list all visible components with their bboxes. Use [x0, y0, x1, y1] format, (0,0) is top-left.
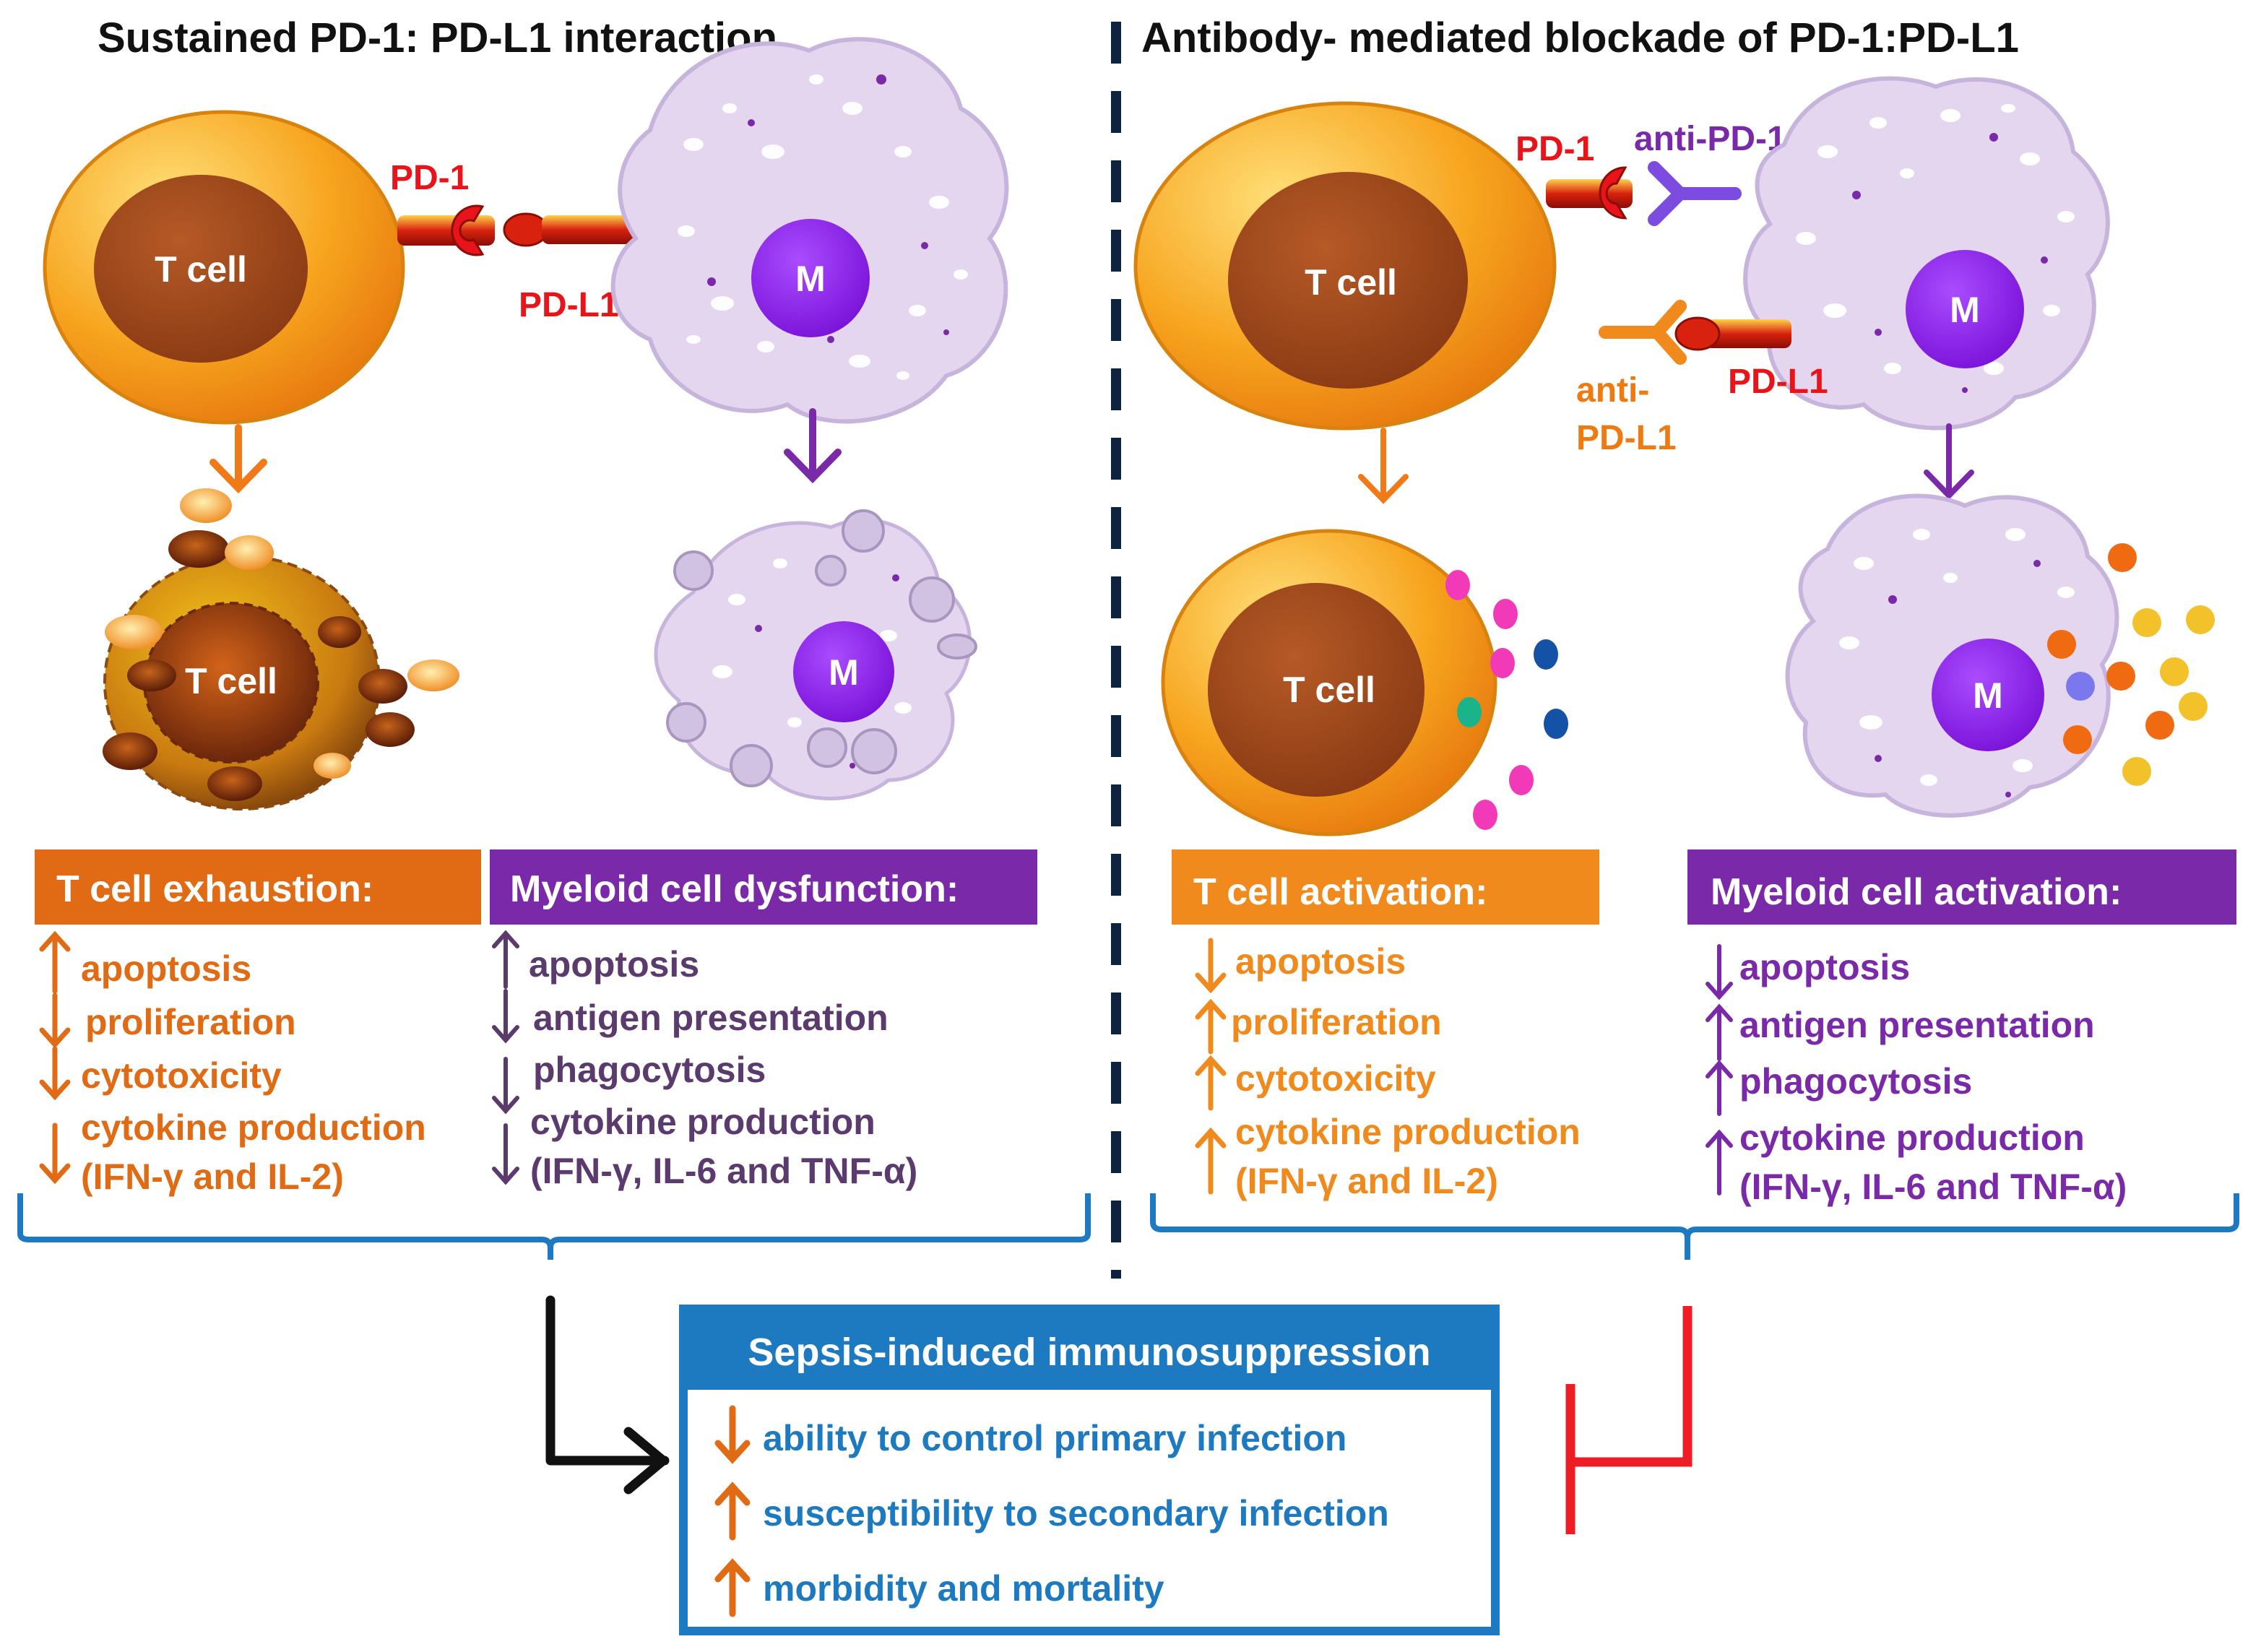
left-pdl1-label: PD-L1: [519, 286, 619, 324]
right-active-t-cell-label: T cell: [1283, 670, 1375, 710]
secreted-cytokines: [2047, 543, 2215, 786]
myeloid-activation-header: [1687, 849, 2236, 925]
t-exhaustion-header: [35, 849, 481, 925]
inhibition-bracket: [1565, 1306, 1693, 1534]
svg-text:apoptosis: apoptosis: [1739, 947, 1910, 987]
list-item: phagocytosis: [1706, 1060, 1972, 1116]
t-activation-header: [1172, 849, 1599, 925]
list-item: phagocytosis: [492, 1050, 766, 1115]
svg-text:(IFN-γ, IL-6 and TNF-α): (IFN-γ, IL-6 and TNF-α): [530, 1151, 917, 1191]
left-pd1-label: PD-1: [390, 159, 469, 197]
t-exhaustion-header-text: T cell exhaustion:: [56, 868, 373, 910]
right-pdl1-receptor: [1674, 316, 1791, 351]
sepsis-title: Sepsis-induced immunosuppression: [748, 1331, 1430, 1374]
svg-text:ability to control primary inf: ability to control primary infection: [763, 1418, 1346, 1458]
left-brace: [17, 1193, 1091, 1260]
list-item: susceptibility to secondary infection: [714, 1482, 1389, 1541]
svg-text:antigen presentation: antigen presentation: [533, 998, 889, 1038]
left-m-arrow-down: [784, 408, 842, 484]
list-item: cytokine production (IFN-γ, IL-6 and TNF…: [492, 1102, 917, 1191]
svg-text:(IFN-γ and IL-2): (IFN-γ and IL-2): [81, 1156, 344, 1197]
left-t-cell: T cell: [43, 110, 405, 425]
left-pd1-pdl1-complex: [397, 204, 647, 256]
svg-text:apoptosis: apoptosis: [81, 948, 251, 989]
list-item: ability to control primary infection: [714, 1405, 1346, 1464]
list-item: proliferation: [1195, 998, 1442, 1055]
list-item: cytokine production (IFN-γ and IL-2): [39, 1107, 426, 1197]
t-activation-header-text: T cell activation:: [1193, 871, 1487, 913]
right-active-macrophage: M: [1785, 493, 2215, 818]
left-panel-title: Sustained PD-1: PD-L1 interaction: [98, 14, 777, 61]
svg-text:cytotoxicity: cytotoxicity: [81, 1055, 282, 1096]
right-brace: [1150, 1193, 2239, 1260]
right-t-arrow-down: [1358, 428, 1409, 504]
left-t-cell-label: T cell: [155, 249, 247, 290]
myeloid-activation-list: apoptosis antigen presentation phagocyto…: [1706, 944, 2127, 1207]
svg-text:(IFN-γ, IL-6 and TNF-α): (IFN-γ, IL-6 and TNF-α): [1739, 1167, 2127, 1207]
svg-text:phagocytosis: phagocytosis: [533, 1050, 766, 1090]
list-item: apoptosis: [39, 930, 251, 994]
cytokine-granules: [1445, 570, 1568, 830]
list-item: apoptosis: [1706, 944, 1910, 1000]
right-t-cell-label: T cell: [1305, 262, 1397, 303]
anti-pdl1-antibody: [1599, 300, 1687, 365]
sepsis-box: Sepsis-induced immunosuppression ability…: [679, 1305, 1500, 1635]
list-item: morbidity and mortality: [714, 1558, 1164, 1617]
right-m-label: M: [1950, 290, 1980, 330]
list-item: cytotoxicity: [39, 1046, 282, 1101]
list-item: apoptosis: [1195, 938, 1406, 994]
left-dying-m-label: M: [829, 652, 859, 693]
svg-text:proliferation: proliferation: [85, 1002, 296, 1042]
right-macrophage: M: [1743, 76, 2110, 431]
list-item: proliferation: [39, 993, 296, 1049]
right-pd1-label: PD-1: [1516, 130, 1594, 168]
t-exhaustion-list: apoptosis proliferation cytotoxicity cyt…: [39, 930, 426, 1197]
svg-text:morbidity and mortality: morbidity and mortality: [763, 1568, 1164, 1609]
myeloid-activation-header-text: Myeloid cell activation:: [1711, 871, 2122, 913]
t-activation-list: apoptosis proliferation cytotoxicity cyt…: [1195, 938, 1581, 1201]
left-macrophage: M: [610, 37, 1009, 424]
left-dying-t-cell: T cell: [103, 488, 459, 810]
anti-pdl1-label-line1: anti-: [1576, 371, 1649, 410]
svg-text:phagocytosis: phagocytosis: [1739, 1061, 1972, 1102]
anti-pd1-antibody: [1648, 161, 1742, 226]
svg-text:apoptosis: apoptosis: [529, 944, 699, 985]
right-active-m-label: M: [1973, 675, 2003, 716]
left-dysfunctional-macrophage: M: [654, 509, 977, 800]
left-dying-t-cell-label: T cell: [185, 661, 277, 701]
svg-text:cytokine production: cytokine production: [530, 1102, 876, 1142]
svg-text:cytotoxicity: cytotoxicity: [1235, 1058, 1436, 1099]
svg-text:(IFN-γ and IL-2): (IFN-γ and IL-2): [1235, 1161, 1498, 1201]
right-m-arrow-down: [1924, 423, 1974, 500]
left-t-arrow-down: [209, 424, 267, 494]
anti-pdl1-label-line2: PD-L1: [1576, 419, 1677, 457]
list-item: apoptosis: [492, 930, 699, 989]
list-item: antigen presentation: [1706, 1003, 2095, 1061]
svg-text:cytokine production: cytokine production: [1235, 1112, 1581, 1152]
myeloid-dysfunction-header: [490, 849, 1037, 925]
svg-text:cytokine production: cytokine production: [1739, 1117, 2085, 1158]
worsening-arrow: [545, 1295, 670, 1495]
right-active-t-cell: T cell: [1161, 529, 1568, 836]
svg-text:cytokine production: cytokine production: [81, 1107, 426, 1148]
right-pd1-receptor: [1546, 166, 1633, 220]
anti-pd1-label: anti-PD-1: [1634, 120, 1786, 158]
list-item: antigen presentation: [492, 989, 889, 1044]
list-item: cytokine production (IFN-γ and IL-2): [1195, 1112, 1581, 1201]
svg-text:susceptibility to secondary in: susceptibility to secondary infection: [763, 1493, 1389, 1534]
list-item: cytotoxicity: [1195, 1055, 1436, 1111]
left-m-label: M: [795, 259, 826, 299]
svg-text:apoptosis: apoptosis: [1235, 941, 1406, 982]
right-panel-title: Antibody- mediated blockade of PD-1:PD-L…: [1141, 14, 2019, 61]
myeloid-dysfunction-header-text: Myeloid cell dysfunction:: [510, 868, 959, 910]
right-pdl1-label: PD-L1: [1728, 363, 1828, 401]
myeloid-dysfunction-list: apoptosis antigen presentation phagocyto…: [492, 930, 917, 1191]
svg-text:proliferation: proliferation: [1231, 1002, 1442, 1042]
list-item: cytokine production (IFN-γ, IL-6 and TNF…: [1706, 1117, 2127, 1207]
svg-text:antigen presentation: antigen presentation: [1739, 1005, 2095, 1045]
right-t-cell: T cell: [1133, 101, 1557, 431]
